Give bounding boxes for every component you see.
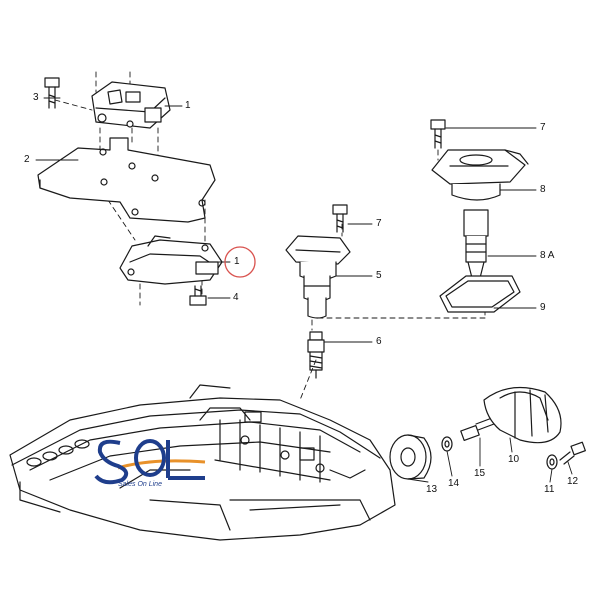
bolt-7-left	[332, 204, 348, 233]
scl-logo-mark	[94, 439, 206, 485]
callout-9: 9	[540, 302, 546, 313]
callout-5: 5	[376, 270, 382, 281]
bolt-3	[44, 77, 60, 109]
highlight-circle	[224, 246, 256, 278]
housing-10	[483, 386, 562, 444]
coil-boot-8a	[463, 209, 489, 279]
callout-10: 10	[508, 454, 520, 465]
callout-1-top: 1	[185, 100, 191, 111]
callout-3: 3	[33, 92, 39, 103]
callout-12: 12	[567, 476, 579, 487]
logo-tagline: Sales On Line	[118, 481, 162, 488]
callout-8a: 8 A	[540, 250, 555, 261]
callout-4: 4	[233, 292, 239, 303]
control-unit-top	[91, 81, 171, 129]
callout-2: 2	[24, 154, 30, 165]
washer-11	[546, 454, 558, 470]
bolt-15	[460, 417, 495, 442]
bracket-plate	[37, 137, 216, 223]
leader-lines	[35, 97, 573, 483]
bolt-4	[189, 285, 207, 306]
spark-plug-6	[307, 331, 325, 379]
engine-assembly	[9, 384, 396, 541]
callout-7-left: 7	[376, 218, 382, 229]
callout-1-circled: 1	[234, 256, 240, 267]
gasket-9	[439, 275, 521, 313]
bolt-12	[559, 441, 586, 465]
callout-14: 14	[448, 478, 460, 489]
control-unit-lower	[119, 235, 223, 285]
washer-14	[441, 436, 453, 452]
ignition-coil-8	[431, 149, 529, 201]
callout-8: 8	[540, 184, 546, 195]
callout-7-right: 7	[540, 122, 546, 133]
callout-13: 13	[426, 484, 438, 495]
callout-6: 6	[376, 336, 382, 347]
pulley-13	[389, 434, 432, 480]
callout-11: 11	[544, 484, 555, 495]
callout-15: 15	[474, 468, 486, 479]
ignition-coil-5	[285, 235, 351, 319]
bolt-7-right	[430, 119, 446, 149]
